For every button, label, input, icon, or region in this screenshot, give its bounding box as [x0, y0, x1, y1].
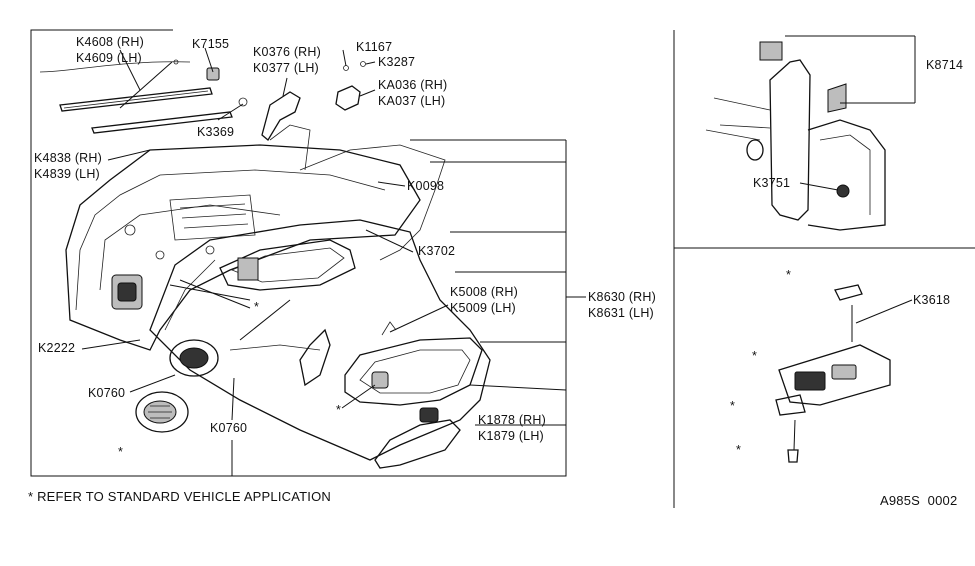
label-k5009: K5009 (LH)	[450, 301, 516, 315]
label-k3618: K3618	[913, 293, 951, 307]
label-k0760-a: K0760	[88, 386, 126, 400]
asterisk-marker: *	[118, 445, 124, 459]
asterisk-marker: *	[752, 349, 758, 363]
label-k0098: K0098	[407, 179, 445, 193]
door-trim-panel	[149, 219, 491, 461]
label-k0760-b: K0760	[210, 421, 248, 435]
label-k8631: K8631 (LH)	[588, 306, 654, 320]
label-k8714: K8714	[926, 58, 964, 72]
label-k4839: K4839 (LH)	[34, 167, 100, 181]
inner-handle	[206, 61, 366, 141]
label-k7155: K7155	[192, 37, 230, 51]
leader-lines	[81, 47, 586, 476]
label-ka036: KA036 (RH)	[378, 78, 448, 92]
label-k2222: K2222	[38, 341, 76, 355]
door-inner-panel	[65, 144, 421, 351]
asterisk-marker: *	[336, 403, 342, 417]
map-pocket	[374, 407, 461, 469]
armrest	[299, 321, 483, 406]
asterisk-marker: *	[254, 300, 260, 314]
label-k4609: K4609 (LH)	[76, 51, 142, 65]
window-switch-assembly	[775, 284, 913, 463]
label-k1878: K1878 (RH)	[478, 413, 546, 427]
diagram-code: A985S 0002	[880, 493, 958, 508]
label-k0376: K0376 (RH)	[253, 45, 321, 59]
label-k5008: K5008 (RH)	[450, 285, 518, 299]
label-k3287: K3287	[378, 55, 416, 69]
asterisk-marker: *	[730, 399, 736, 413]
label-k1167: K1167	[356, 40, 393, 54]
label-k8630: K8630 (RH)	[588, 290, 656, 304]
label-k3751: K3751	[753, 176, 791, 190]
label-k4608: K4608 (RH)	[76, 35, 144, 49]
label-k3369: K3369	[197, 125, 235, 139]
pillar-detail	[705, 35, 916, 231]
belt-molding-strips	[39, 59, 233, 134]
label-ka037: KA037 (LH)	[378, 94, 446, 108]
label-k4838: K4838 (RH)	[34, 151, 102, 165]
label-k1879: K1879 (LH)	[478, 429, 544, 443]
speaker-grille	[135, 339, 219, 433]
asterisk-marker: *	[786, 268, 792, 282]
asterisk-marker: *	[736, 443, 742, 457]
vapor-barrier	[269, 124, 446, 261]
footnote: * REFER TO STANDARD VEHICLE APPLICATION	[28, 489, 332, 504]
label-k0377: K0377 (LH)	[253, 61, 319, 75]
label-k3702: K3702	[418, 244, 456, 258]
main-frame	[30, 29, 975, 508]
